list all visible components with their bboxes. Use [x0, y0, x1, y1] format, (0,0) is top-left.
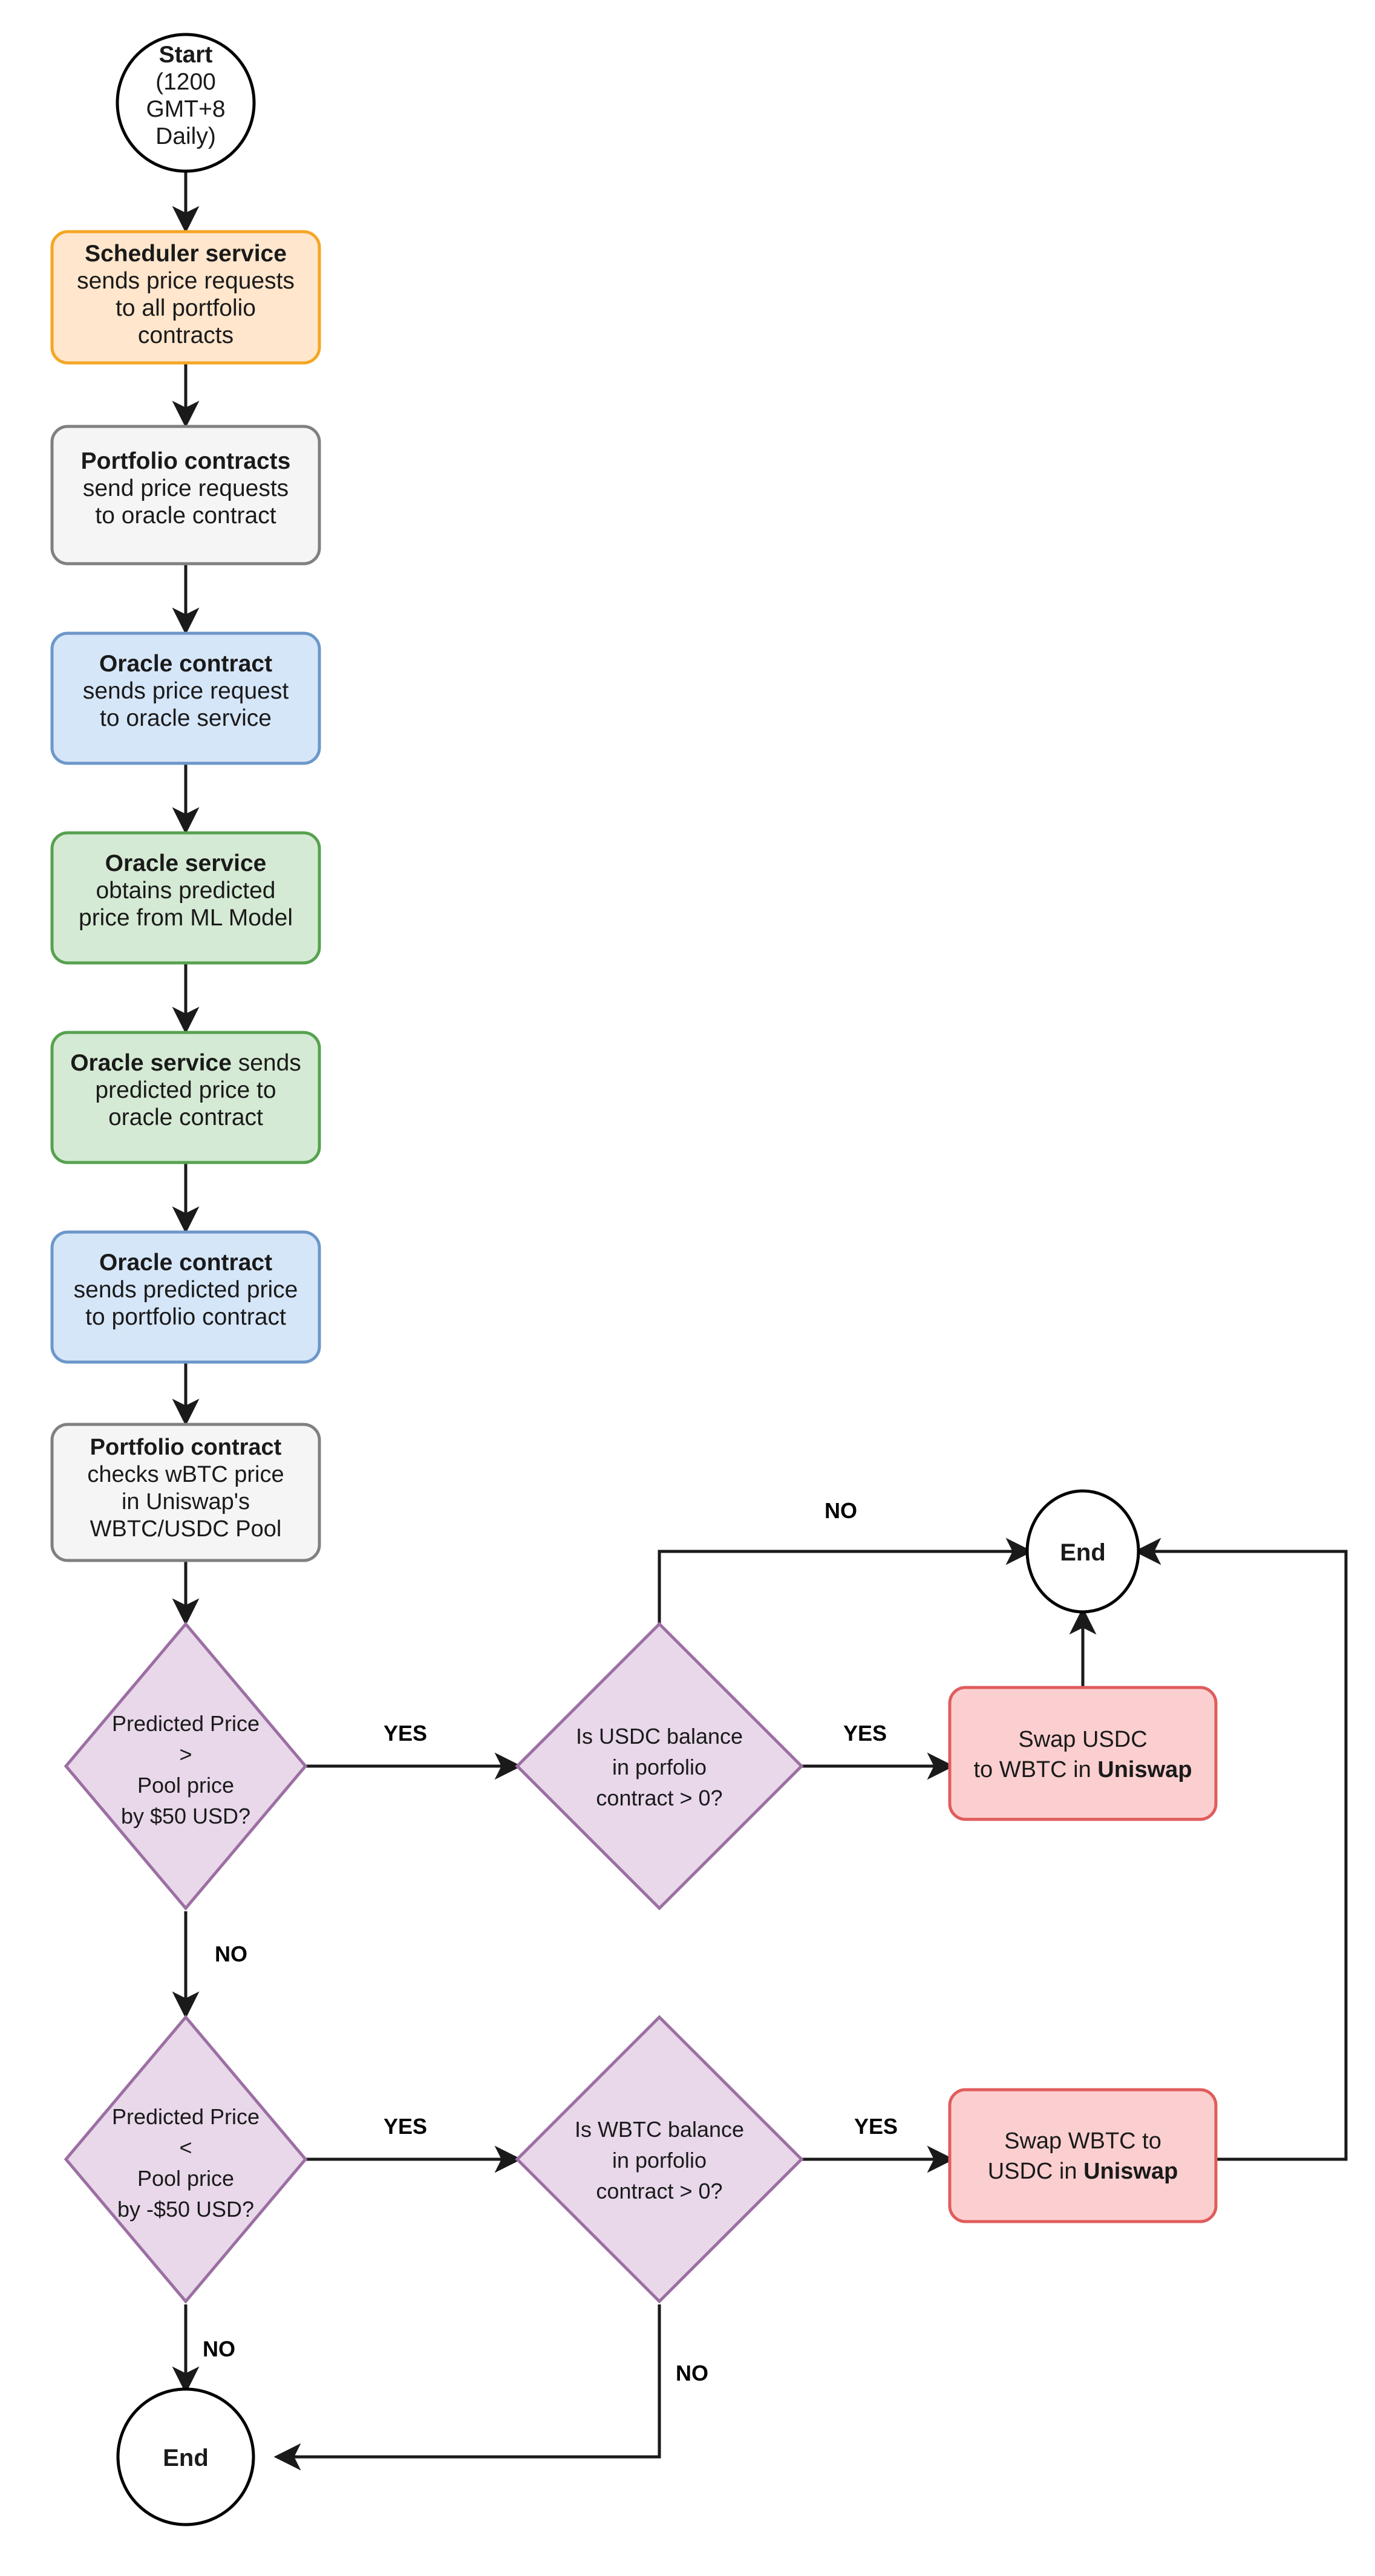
node-oracle-service-ml[interactable]: Oracle service obtains predicted price f…	[50, 831, 321, 965]
swap-usdc-line-0: Swap USDC	[1018, 1727, 1147, 1752]
oracle-service-sends-line-1: predicted price to	[95, 1077, 276, 1103]
node-oracle-service-sends[interactable]: Oracle service sends predicted price to …	[50, 1031, 321, 1164]
edge-swapwbtc-to-endtop	[1134, 1537, 1348, 2161]
node-oracle-contract-request[interactable]: Oracle contract sends price request to o…	[50, 631, 321, 765]
edge-usdc-no-to-endtop	[658, 1537, 1033, 1627]
edge-label-layer: YES YES NO NO YES YES NO NO	[203, 1498, 898, 2385]
node-decision-usdc-balance[interactable]: Is USDC balance in porfolio contract > 0…	[515, 1622, 804, 1911]
decision-usdc-line-2: contract > 0?	[596, 1785, 722, 1810]
swap-wbtc-brand: Uniswap	[1083, 2159, 1178, 2184]
portfolio-checks-line-2: in Uniswap's	[122, 1489, 250, 1515]
decision-price-above-line-1: >	[179, 1742, 192, 1767]
decision-usdc-line-1: in porfolio	[612, 1755, 707, 1779]
edge-label-no-wbtc-end: NO	[676, 2361, 708, 2385]
end-top-ellipse	[1025, 1489, 1140, 1614]
swap-usdc-lead: to WBTC in	[973, 1757, 1097, 1782]
node-portfolio-contracts[interactable]: Portfolio contracts send price requests …	[50, 425, 321, 566]
decision-price-above-line-3: by $50 USD?	[121, 1804, 250, 1828]
portfolio-checks-line-1: checks wBTC price	[87, 1462, 284, 1487]
decision-price-below-diamond	[64, 2015, 308, 2304]
oracle-service-sends-lead: Oracle service	[70, 1050, 232, 1076]
oracle-contract-request-line-0: Oracle contract	[99, 651, 272, 677]
node-swap-usdc-to-wbtc[interactable]: Swap USDC to WBTC in Uniswap	[948, 1686, 1218, 1821]
edge-label-no-usdc-end: NO	[825, 1498, 857, 1523]
swap-wbtc-box	[948, 2088, 1218, 2223]
node-decision-wbtc-balance[interactable]: Is WBTC balance in porfolio contract > 0…	[515, 2015, 804, 2304]
scheduler-line-0: Scheduler service	[85, 241, 287, 267]
decision-price-below-line-1: <	[179, 2135, 192, 2160]
start-ellipse	[116, 33, 256, 173]
portfolio-checks-box	[50, 1423, 321, 1562]
oracle-service-sends-rest: sends	[232, 1050, 301, 1076]
decision-wbtc-line-2: contract > 0?	[596, 2179, 722, 2203]
edge-layer	[172, 171, 1348, 2471]
node-end-top[interactable]: End	[1025, 1489, 1140, 1614]
portfolio-contracts-line-0: Portfolio contracts	[81, 448, 291, 474]
oracle-contract-request-line-1: sends price request	[83, 678, 289, 704]
oracle-contract-request-box	[50, 631, 321, 765]
portfolio-contracts-line-2: to oracle contract	[95, 503, 276, 529]
decision-wbtc-line-0: Is WBTC balance	[575, 2117, 744, 2142]
portfolio-checks-line-3: WBTC/USDC Pool	[90, 1516, 282, 1542]
scheduler-line-3: contracts	[138, 322, 234, 348]
oracle-contract-sends-line-1: sends predicted price	[74, 1277, 298, 1303]
decision-wbtc-line-1: in porfolio	[612, 2148, 707, 2173]
decision-price-above-diamond	[64, 1622, 308, 1911]
node-start[interactable]: Start (1200 GMT+8 Daily)	[116, 33, 256, 173]
decision-price-below-line-0: Predicted Price	[112, 2104, 260, 2129]
swap-wbtc-lead: USDC in	[988, 2159, 1083, 2184]
oracle-contract-sends-box	[50, 1230, 321, 1364]
node-end-bottom[interactable]: End	[116, 2387, 255, 2526]
decision-price-below-line-3: by -$50 USD?	[117, 2197, 254, 2222]
start-line-2: GMT+8	[146, 96, 225, 122]
oracle-service-sends-line-2: oracle contract	[108, 1104, 263, 1130]
node-scheduler-service[interactable]: Scheduler service sends price requests t…	[50, 230, 321, 365]
oracle-service-ml-line-2: price from ML Model	[79, 905, 293, 931]
oracle-contract-sends-line-0: Oracle contract	[99, 1250, 272, 1276]
scheduler-line-2: to all portfolio	[116, 295, 256, 321]
oracle-contract-request-line-2: to oracle service	[100, 705, 272, 731]
scheduler-box	[50, 230, 321, 365]
start-line-3: Daily)	[155, 123, 216, 149]
start-line-0: Start	[159, 42, 213, 68]
swap-wbtc-line-0: Swap WBTC to	[1004, 2128, 1161, 2154]
decision-price-above-line-2: Pool price	[137, 1773, 234, 1798]
edge-label-yes-usdc-swap: YES	[843, 1721, 887, 1746]
oracle-contract-sends-line-2: to portfolio contract	[85, 1304, 286, 1330]
oracle-service-ml-line-1: obtains predicted	[96, 878, 275, 904]
decision-price-above-line-0: Predicted Price	[112, 1711, 260, 1736]
node-oracle-contract-sends[interactable]: Oracle contract sends predicted price to…	[50, 1230, 321, 1364]
edge-label-no-above-below: NO	[215, 1942, 247, 1966]
decision-usdc-line-0: Is USDC balance	[576, 1724, 743, 1749]
end-bottom-label: End	[163, 2445, 209, 2471]
node-portfolio-checks[interactable]: Portfolio contract checks wBTC price in …	[50, 1423, 321, 1562]
swap-usdc-line-1: to WBTC in Uniswap	[973, 1757, 1192, 1782]
swap-wbtc-line-1: USDC in Uniswap	[988, 2159, 1178, 2184]
edge-label-yes-wbtc-swap: YES	[854, 2114, 898, 2139]
node-decision-price-above[interactable]: Predicted Price > Pool price by $50 USD?	[64, 1622, 308, 1911]
oracle-service-ml-box	[50, 831, 321, 965]
portfolio-contracts-box	[50, 425, 321, 566]
edge-label-yes-below-wbtc: YES	[384, 2114, 427, 2139]
oracle-service-sends-box	[50, 1031, 321, 1164]
swap-usdc-brand: Uniswap	[1097, 1757, 1192, 1782]
edge-label-yes-above-usdc: YES	[384, 1721, 427, 1746]
end-top-label: End	[1060, 1539, 1106, 1566]
node-swap-wbtc-to-usdc[interactable]: Swap WBTC to USDC in Uniswap	[948, 2088, 1218, 2223]
scheduler-line-1: sends price requests	[77, 268, 295, 294]
decision-usdc-diamond	[515, 1622, 804, 1911]
decision-wbtc-diamond	[515, 2015, 804, 2304]
swap-usdc-box	[948, 1686, 1218, 1821]
node-decision-price-below[interactable]: Predicted Price < Pool price by -$50 USD…	[64, 2015, 308, 2304]
edge-label-no-below-end: NO	[203, 2336, 235, 2361]
oracle-service-sends-line-0: Oracle service sends	[70, 1050, 301, 1076]
edge-wbtc-no-to-endbottom	[273, 2304, 661, 2471]
decision-price-below-line-2: Pool price	[137, 2166, 234, 2191]
end-bottom-ellipse	[116, 2387, 255, 2526]
start-line-1: (1200	[155, 69, 216, 95]
portfolio-checks-line-0: Portfolio contract	[90, 1435, 282, 1460]
portfolio-contracts-line-1: send price requests	[83, 475, 289, 501]
oracle-service-ml-line-0: Oracle service	[105, 850, 267, 876]
